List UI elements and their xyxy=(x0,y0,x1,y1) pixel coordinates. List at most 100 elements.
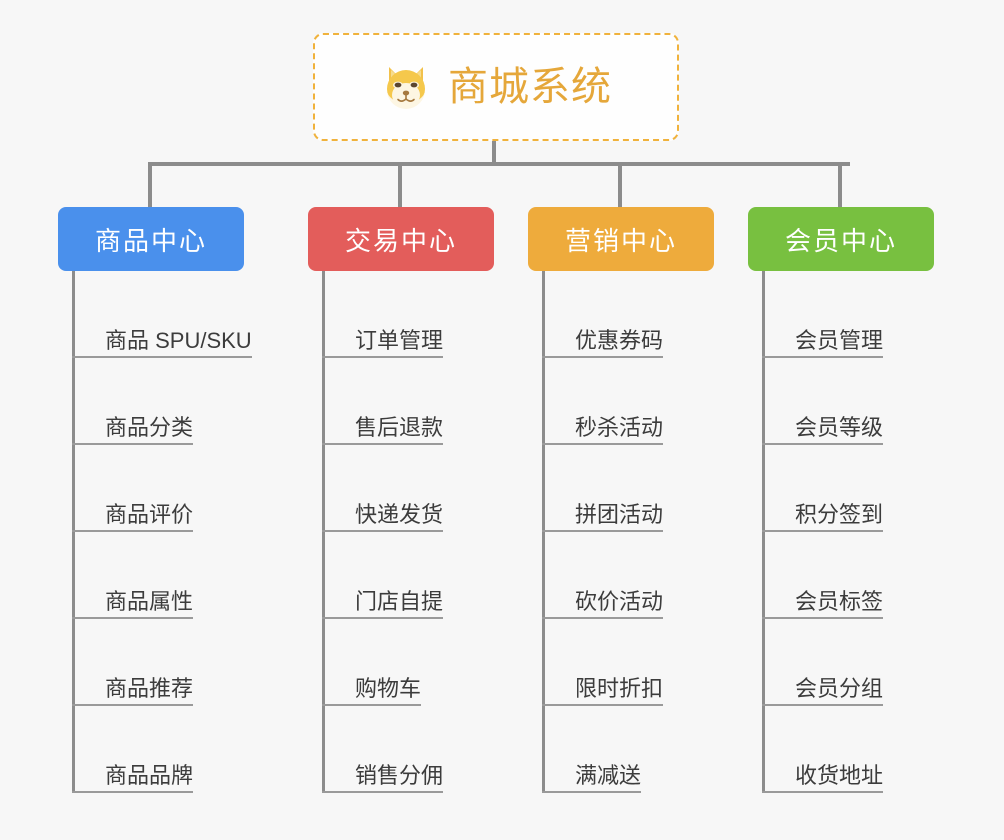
leaf-item-rule xyxy=(762,617,883,619)
branch-column-3: 营销中心优惠券码秒杀活动拼团活动砍价活动限时折扣满减送 xyxy=(528,207,714,793)
leaf-item[interactable]: 满减送 xyxy=(528,706,714,793)
leaf-item-label: 积分签到 xyxy=(795,501,884,527)
leaf-item[interactable]: 商品品牌 xyxy=(58,706,244,793)
leaf-item[interactable]: 砍价活动 xyxy=(528,532,714,619)
leaf-item-label: 销售分佣 xyxy=(355,762,444,788)
leaf-item-label: 拼团活动 xyxy=(575,501,664,527)
connector-spine-3 xyxy=(542,271,545,793)
leaf-item-rule xyxy=(762,443,883,445)
leaf-item-rule xyxy=(322,791,443,793)
leaf-item[interactable]: 快递发货 xyxy=(308,445,494,532)
leaf-item[interactable]: 商品属性 xyxy=(58,532,244,619)
connector-root-stem xyxy=(492,141,496,164)
leaf-item[interactable]: 收货地址 xyxy=(748,706,934,793)
leaf-item-rule xyxy=(322,443,443,445)
leaf-item-label: 会员管理 xyxy=(795,327,884,353)
branch-items-3: 优惠券码秒杀活动拼团活动砍价活动限时折扣满减送 xyxy=(528,271,714,793)
branch-items-2: 订单管理售后退款快递发货门店自提购物车销售分佣 xyxy=(308,271,494,793)
branch-column-4: 会员中心会员管理会员等级积分签到会员标签会员分组收货地址 xyxy=(748,207,934,793)
leaf-item-label: 门店自提 xyxy=(355,588,444,614)
root-node[interactable]: 商城系统 xyxy=(313,33,679,141)
leaf-item-label: 售后退款 xyxy=(355,414,444,440)
leaf-item[interactable]: 订单管理 xyxy=(308,271,494,358)
leaf-item-label: 商品品牌 xyxy=(105,762,194,788)
leaf-item-label: 满减送 xyxy=(575,762,642,788)
leaf-item-label: 快递发货 xyxy=(355,501,444,527)
branch-column-2: 交易中心订单管理售后退款快递发货门店自提购物车销售分佣 xyxy=(308,207,494,793)
leaf-item-label: 商品分类 xyxy=(105,414,194,440)
branch-header-3[interactable]: 营销中心 xyxy=(528,207,714,271)
leaf-item[interactable]: 秒杀活动 xyxy=(528,358,714,445)
branch-header-label: 商品中心 xyxy=(94,225,207,256)
leaf-item-rule xyxy=(322,704,421,706)
leaf-item[interactable]: 商品推荐 xyxy=(58,619,244,706)
leaf-item-rule xyxy=(72,356,252,358)
branch-header-4[interactable]: 会员中心 xyxy=(748,207,934,271)
leaf-item-rule xyxy=(72,617,193,619)
leaf-item[interactable]: 门店自提 xyxy=(308,532,494,619)
leaf-item-label: 限时折扣 xyxy=(575,675,664,701)
leaf-item[interactable]: 商品评价 xyxy=(58,445,244,532)
connector-spine-1 xyxy=(72,271,75,793)
branch-header-label: 交易中心 xyxy=(344,225,457,256)
leaf-item-label: 会员分组 xyxy=(795,675,884,701)
connector-drop-2 xyxy=(398,162,402,209)
branch-items-1: 商品 SPU/SKU 商品分类商品评价商品属性商品推荐商品品牌 xyxy=(58,271,252,793)
leaf-item-rule xyxy=(762,356,883,358)
leaf-item[interactable]: 会员标签 xyxy=(748,532,934,619)
leaf-item-rule xyxy=(542,617,663,619)
leaf-item[interactable]: 优惠券码 xyxy=(528,271,714,358)
leaf-item-label: 商品推荐 xyxy=(105,675,194,701)
leaf-item-rule xyxy=(542,356,663,358)
leaf-item[interactable]: 商品 SPU/SKU xyxy=(58,271,252,358)
leaf-item[interactable]: 购物车 xyxy=(308,619,494,706)
leaf-item-label: 订单管理 xyxy=(355,327,444,353)
leaf-item-label: 砍价活动 xyxy=(575,588,664,614)
leaf-item-rule xyxy=(322,617,443,619)
leaf-item-rule xyxy=(322,356,443,358)
connector-spine-4 xyxy=(762,271,765,793)
leaf-item-rule xyxy=(72,443,193,445)
leaf-item-rule xyxy=(542,704,663,706)
leaf-item-rule xyxy=(762,530,883,532)
leaf-item[interactable]: 会员分组 xyxy=(748,619,934,706)
leaf-item-rule xyxy=(322,530,443,532)
leaf-item-label: 收货地址 xyxy=(795,762,884,788)
leaf-item[interactable]: 积分签到 xyxy=(748,445,934,532)
root-title: 商城系统 xyxy=(448,65,612,109)
connector-horizontal-bus xyxy=(150,162,850,166)
leaf-item-rule xyxy=(72,704,193,706)
leaf-item[interactable]: 拼团活动 xyxy=(528,445,714,532)
leaf-item-label: 优惠券码 xyxy=(575,327,664,353)
shiba-dog-icon xyxy=(380,61,432,113)
branch-header-2[interactable]: 交易中心 xyxy=(308,207,494,271)
leaf-item[interactable]: 售后退款 xyxy=(308,358,494,445)
leaf-item-rule xyxy=(542,443,663,445)
leaf-item-rule xyxy=(542,530,663,532)
leaf-item-label: 商品评价 xyxy=(105,501,194,527)
leaf-item-label: 会员等级 xyxy=(795,414,884,440)
leaf-item-label: 商品 SPU/SKU xyxy=(105,327,252,353)
branch-column-1: 商品中心商品 SPU/SKU 商品分类商品评价商品属性商品推荐商品品牌 xyxy=(58,207,252,793)
branch-header-label: 营销中心 xyxy=(564,225,677,256)
branch-header-label: 会员中心 xyxy=(784,225,897,256)
leaf-item-rule xyxy=(72,791,193,793)
connector-drop-3 xyxy=(618,162,622,209)
leaf-item-label: 会员标签 xyxy=(795,588,884,614)
branch-items-4: 会员管理会员等级积分签到会员标签会员分组收货地址 xyxy=(748,271,934,793)
leaf-item-label: 购物车 xyxy=(355,675,422,701)
leaf-item-label: 秒杀活动 xyxy=(575,414,664,440)
leaf-item-rule xyxy=(542,791,641,793)
connector-drop-1 xyxy=(148,162,152,209)
leaf-item[interactable]: 商品分类 xyxy=(58,358,244,445)
leaf-item-rule xyxy=(72,530,193,532)
connector-drop-4 xyxy=(838,162,842,209)
leaf-item[interactable]: 限时折扣 xyxy=(528,619,714,706)
leaf-item[interactable]: 销售分佣 xyxy=(308,706,494,793)
leaf-item-rule xyxy=(762,791,883,793)
leaf-item[interactable]: 会员等级 xyxy=(748,358,934,445)
branch-header-1[interactable]: 商品中心 xyxy=(58,207,244,271)
leaf-item-rule xyxy=(762,704,883,706)
leaf-item[interactable]: 会员管理 xyxy=(748,271,934,358)
